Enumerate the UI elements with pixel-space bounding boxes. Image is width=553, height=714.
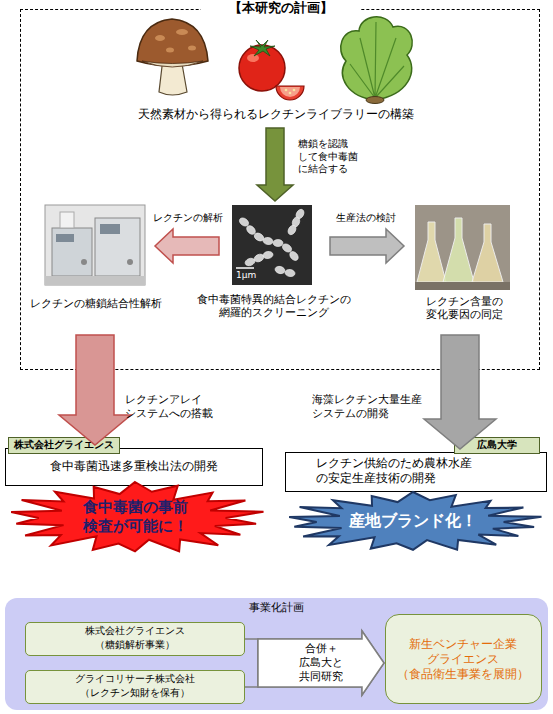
- bacteria-sem-photo: [232, 205, 312, 285]
- block-arrow-shape: [59, 335, 131, 445]
- connector-line: [245, 663, 258, 687]
- block-arrow: [155, 229, 219, 263]
- outcome-starburst: 食中毒菌の事前 検査が可能に！: [2, 480, 268, 556]
- panel-title: 事業化計画: [5, 601, 548, 615]
- block-arrow-shape: [424, 335, 496, 449]
- company-note: （レクチン知財を保有）: [26, 687, 243, 700]
- merge-arrow: [245, 631, 384, 695]
- scale-bar-label: 1μm: [236, 270, 276, 281]
- starburst-shape: [11, 482, 263, 551]
- edge-label: 生産法の検討: [326, 212, 406, 225]
- venture-text: 新生ベンチャー企業 グライエンス （食品衛生事業を展開）: [386, 637, 540, 682]
- process-box: 広島大学レクチン供給のため農林水産 の安定生産技術の開発: [285, 452, 547, 492]
- edge-label: レクチンの解析: [148, 212, 228, 225]
- culture-flask-photo: [415, 205, 510, 290]
- analysis-group: レクチンの糖鎖結合性解析: [41, 205, 151, 313]
- library-group: 天然素材から得られるレクチンライブラリーの構築: [121, 19, 431, 124]
- organization-tag: 株式会社グライエンス: [8, 437, 120, 454]
- edge-label: 海藻レクチン大量生産 システムの開発: [312, 393, 434, 421]
- block-arrow-shape: [258, 631, 384, 695]
- company-box: グライコリサーチ株式会社（レクチン知財を保有）: [25, 670, 245, 704]
- block-arrow: [59, 335, 131, 445]
- block-arrow-shape: [330, 229, 404, 263]
- outcome-text: 食中毒菌の事前 検査が可能に！: [60, 498, 210, 536]
- edge-label: 合併＋ 広島大と 共同研究: [290, 642, 352, 683]
- block-arrow-shape: [155, 229, 219, 263]
- block-arrow-shape: [258, 631, 384, 695]
- process-text: 食中毒菌迅速多重検出法の開発: [6, 459, 261, 474]
- outcome-starburst: 産地ブランド化！: [280, 490, 546, 554]
- merge-arrow: [245, 631, 384, 695]
- outcome-text: 産地ブランド化！: [280, 511, 546, 531]
- connector-line: [245, 639, 258, 663]
- block-arrow: [330, 229, 404, 263]
- block-arrow: [257, 128, 293, 201]
- company-note: （糖鎖解析事業）: [26, 639, 243, 652]
- edge-label: 糖鎖を認識 して食中毒菌 に結合する: [298, 138, 364, 176]
- library-caption: 天然素材から得られるレクチンライブラリーの構築: [101, 107, 451, 122]
- block-arrow-shape: [257, 128, 293, 201]
- process-box: 株式会社グライエンス食中毒菌迅速多重検出法の開発: [5, 448, 263, 486]
- process-text: レクチン供給のため農林水産 の安定生産技術の開発: [316, 456, 516, 486]
- edge-label: レクチンアレイ システムへの搭載: [125, 393, 225, 421]
- company-name: 株式会社グライエンス: [26, 625, 243, 638]
- frame-title: 【本研究の計画】: [201, 0, 361, 16]
- company-name: グライコリサーチ株式会社: [26, 673, 243, 686]
- analysis-caption: レクチンの糖鎖結合性解析: [21, 297, 171, 310]
- block-arrow: [424, 335, 496, 449]
- production-caption: レクチン含量の 変化要因の同定: [404, 295, 524, 321]
- tomato-illustration: [239, 40, 304, 100]
- lab-instrument-photo: [45, 205, 145, 285]
- venture-box: 新生ベンチャー企業 グライエンス （食品衛生事業を展開）: [385, 614, 542, 704]
- mushroom-illustration: [137, 19, 208, 95]
- seaweed-illustration: [341, 17, 413, 104]
- production-group: レクチン含量の 変化要因の同定: [409, 205, 519, 323]
- company-box: 株式会社グライエンス（糖鎖解析事業）: [25, 622, 245, 656]
- screening-caption: 食中毒菌特異的結合レクチンの 網羅的スクリーニング: [183, 293, 365, 319]
- screening-group: 食中毒菌特異的結合レクチンの 網羅的スクリーニング: [223, 205, 325, 323]
